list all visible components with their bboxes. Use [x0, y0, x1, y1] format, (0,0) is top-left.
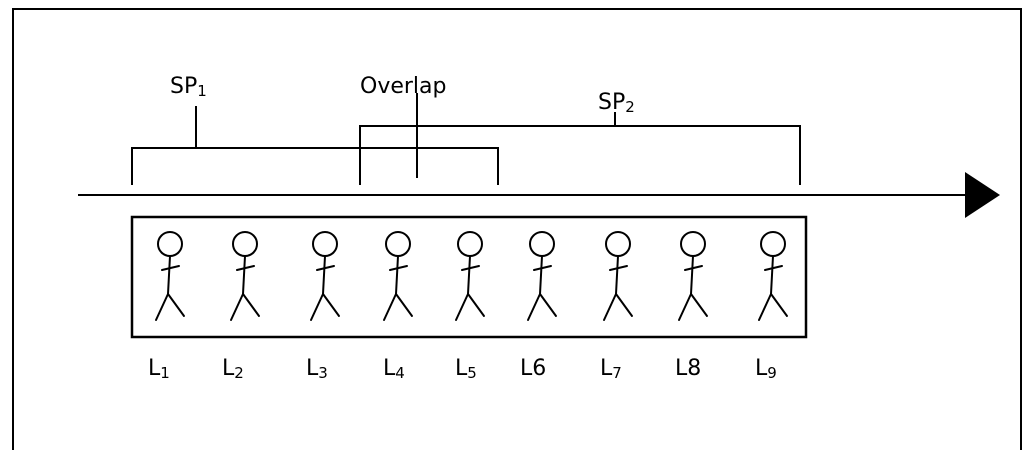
frame-label-7: L7	[600, 356, 622, 382]
frame-label-5: L5	[455, 356, 477, 382]
stick-figure-1	[155, 231, 185, 321]
stick-figure-3	[310, 231, 340, 321]
frame-label-9: L9	[755, 356, 777, 382]
stick-figure-2	[230, 231, 260, 321]
diagram-border	[12, 8, 1022, 450]
sp2-label: SP2	[598, 90, 635, 116]
frame-label-4: L4	[383, 356, 405, 382]
frame-label-2: L2	[222, 356, 244, 382]
frame-label-3: L3	[306, 356, 328, 382]
overlap-label: Overlap	[360, 74, 446, 99]
frames-box	[130, 215, 808, 339]
stick-figure-7	[603, 231, 633, 321]
time-axis-arrowhead	[965, 172, 1000, 218]
stick-figure-8	[678, 231, 708, 321]
sp1-label: SP1	[170, 74, 207, 100]
frame-label-6: L6	[520, 356, 546, 381]
stick-figure-6	[527, 231, 557, 321]
sp2-bracket	[359, 112, 801, 185]
sp1-bracket	[131, 106, 499, 185]
frame-label-1: L1	[148, 356, 170, 382]
stick-figure-5	[455, 231, 485, 321]
frame-label-8: L8	[675, 356, 701, 381]
stick-figure-9	[758, 231, 788, 321]
stick-figure-4	[383, 231, 413, 321]
